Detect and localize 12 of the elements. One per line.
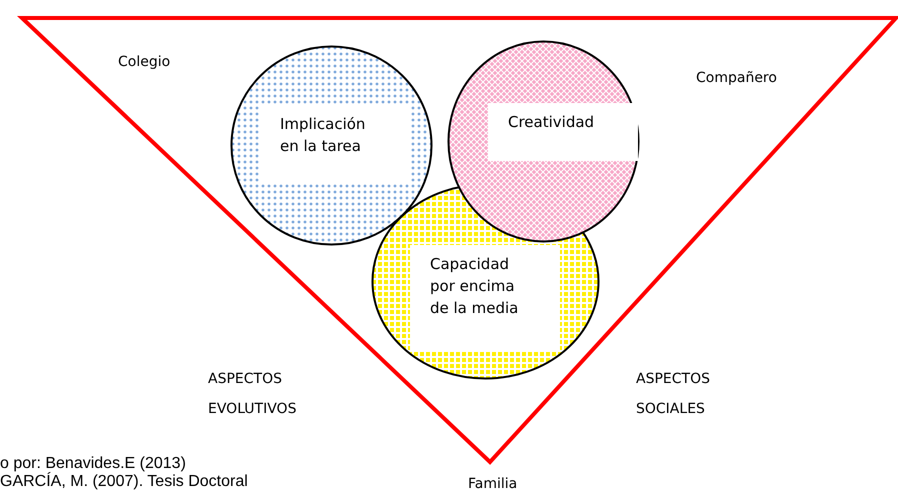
corner-label: Compañero [696, 69, 777, 88]
corner-label: Colegio [118, 53, 170, 72]
corner-label: ASPECTOS EVOLUTIVOS [208, 370, 298, 419]
corner-label: ASPECTOS SOCIALES [636, 370, 711, 419]
source-note: GARCÍA, M. (2007). Tesis Doctoral [0, 472, 248, 492]
circle-label: Capacidad por encima de la media [430, 254, 520, 319]
circle [447, 40, 640, 243]
circle [230, 45, 433, 246]
corner-label: Familia [468, 475, 518, 494]
circle-label: Creatividad [508, 112, 594, 133]
source-note: o por: Benavides.E (2013) [0, 454, 186, 472]
circle-label: Implicación en la tarea [280, 114, 366, 157]
